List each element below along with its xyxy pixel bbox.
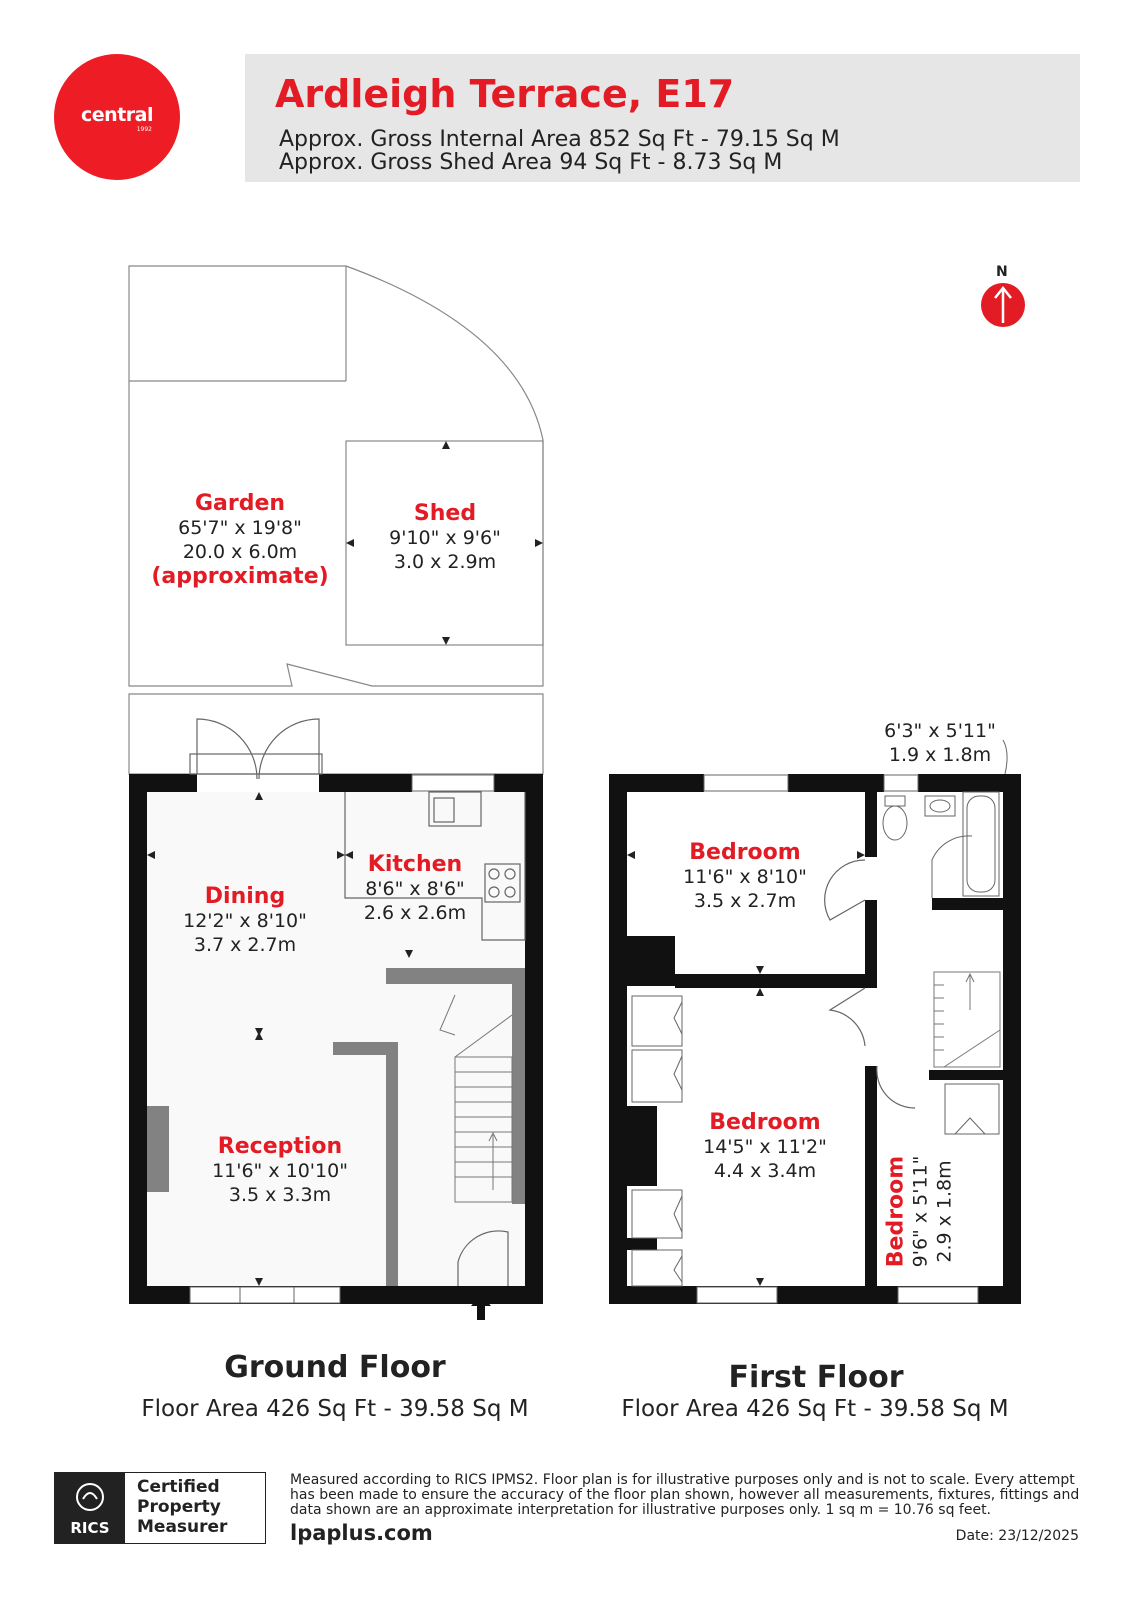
room-metric: 2.6 x 2.6m bbox=[363, 902, 467, 924]
room-name: Garden bbox=[194, 491, 286, 516]
compass-north-label: N bbox=[996, 264, 1008, 280]
room-note: (approximate) bbox=[151, 564, 329, 589]
room-name: Dining bbox=[204, 884, 286, 909]
garden-label: Garden 65'7" x 19'8" 20.0 x 6.0m (approx… bbox=[150, 491, 330, 589]
room-metric: 1.9 x 1.8m bbox=[888, 744, 992, 766]
badge-line-2: Property bbox=[137, 1497, 221, 1517]
room-name: Bedroom bbox=[883, 1155, 909, 1268]
wardrobes bbox=[631, 995, 1000, 1287]
ground-floor-fill bbox=[147, 792, 525, 1286]
room-metric: 20.0 x 6.0m bbox=[182, 541, 298, 563]
room-metric: 3.0 x 2.9m bbox=[393, 551, 497, 573]
rics-logo: RICS bbox=[55, 1473, 125, 1543]
room-name: Kitchen bbox=[367, 852, 463, 877]
gross-internal-area: Approx. Gross Internal Area 852 Sq Ft - … bbox=[279, 127, 840, 152]
room-imperial: 11'6" x 10'10" bbox=[212, 1160, 348, 1182]
room-metric: 4.4 x 3.4m bbox=[713, 1160, 817, 1182]
room-imperial: 9'6" x 5'11" bbox=[909, 1155, 932, 1268]
bathroom-fixtures bbox=[882, 791, 1000, 898]
plan-date: Date: 23/12/2025 bbox=[955, 1528, 1079, 1544]
room-imperial: 11'6" x 8'10" bbox=[683, 866, 807, 888]
room-name: Reception bbox=[217, 1134, 343, 1159]
room-imperial: 8'6" x 8'6" bbox=[365, 878, 465, 900]
first-floor-area: Floor Area 426 Sq Ft - 39.58 Sq M bbox=[621, 1396, 1009, 1422]
ground-windows bbox=[189, 774, 495, 1304]
room-name: Shed bbox=[413, 501, 477, 526]
website-link[interactable]: lpaplus.com bbox=[290, 1521, 433, 1545]
room-name: Bedroom bbox=[689, 840, 801, 865]
gross-shed-area: Approx. Gross Shed Area 94 Sq Ft - 8.73 … bbox=[279, 150, 783, 175]
entrance-arrow-icon bbox=[471, 1294, 491, 1320]
badge-line-1: Certified bbox=[137, 1477, 220, 1497]
first-windows bbox=[696, 774, 979, 1304]
patio-doors bbox=[189, 718, 323, 780]
property-title: Ardleigh Terrace, E17 bbox=[275, 72, 735, 116]
room-metric: 2.9 x 1.8m bbox=[933, 1160, 956, 1263]
room-imperial: 12'2" x 8'10" bbox=[183, 910, 307, 932]
room-metric: 3.7 x 2.7m bbox=[193, 934, 297, 956]
room-metric: 3.5 x 3.3m bbox=[228, 1184, 332, 1206]
bathroom-dim-leader bbox=[1002, 739, 1008, 775]
ground-floor-area: Floor Area 426 Sq Ft - 39.58 Sq M bbox=[141, 1396, 529, 1422]
logo-year: 1992 bbox=[136, 126, 152, 133]
first-stairs bbox=[933, 971, 1001, 1068]
rics-text: RICS bbox=[70, 1519, 110, 1537]
room-imperial: 14'5" x 11'2" bbox=[703, 1136, 827, 1158]
reception-label: Reception 11'6" x 10'10" 3.5 x 3.3m bbox=[200, 1134, 360, 1207]
dining-label: Dining 12'2" x 8'10" 3.7 x 2.7m bbox=[170, 884, 320, 957]
rics-badge: RICS Certified Property Measurer bbox=[54, 1472, 266, 1544]
shed-label: Shed 9'10" x 9'6" 3.0 x 2.9m bbox=[370, 501, 520, 574]
badge-line-3: Measurer bbox=[137, 1517, 228, 1537]
shed-dimension-arrows bbox=[346, 441, 543, 645]
kitchen-counters bbox=[344, 791, 526, 941]
lion-icon bbox=[76, 1483, 104, 1511]
header-banner: Ardleigh Terrace, E17 Approx. Gross Inte… bbox=[245, 54, 1080, 182]
room-imperial: 6'3" x 5'11" bbox=[884, 720, 996, 742]
room-metric: 3.5 x 2.7m bbox=[693, 890, 797, 912]
room-name: Bedroom bbox=[709, 1110, 821, 1135]
logo-text: central bbox=[81, 104, 153, 126]
certified-text: Certified Property Measurer bbox=[137, 1477, 227, 1537]
first-floor-title: First Floor bbox=[728, 1360, 904, 1395]
central-logo: central 1992 bbox=[54, 54, 180, 180]
ground-stairs bbox=[439, 994, 513, 1203]
first-floor-doors bbox=[824, 859, 916, 1109]
ground-dimension-arrows bbox=[147, 792, 413, 1286]
north-arrow-icon bbox=[981, 283, 1025, 327]
room-imperial: 65'7" x 19'8" bbox=[178, 517, 302, 539]
first-dimension-arrows bbox=[627, 851, 865, 1286]
kitchen-label: Kitchen 8'6" x 8'6" 2.6 x 2.6m bbox=[350, 852, 480, 925]
disclaimer-text: Measured according to RICS IPMS2. Floor … bbox=[290, 1472, 1080, 1518]
ground-floor-title: Ground Floor bbox=[224, 1350, 446, 1385]
bedroom2-label: Bedroom 14'5" x 11'2" 4.4 x 3.4m bbox=[690, 1110, 840, 1183]
bedroom3-label: Bedroom 9'6" x 5'11" 2.9 x 1.8m bbox=[884, 1137, 957, 1287]
bathroom-label: 6'3" x 5'11" 1.9 x 1.8m bbox=[870, 719, 1010, 767]
bedroom1-label: Bedroom 11'6" x 8'10" 3.5 x 2.7m bbox=[670, 840, 820, 913]
front-door bbox=[457, 1230, 509, 1286]
room-imperial: 9'10" x 9'6" bbox=[389, 527, 501, 549]
